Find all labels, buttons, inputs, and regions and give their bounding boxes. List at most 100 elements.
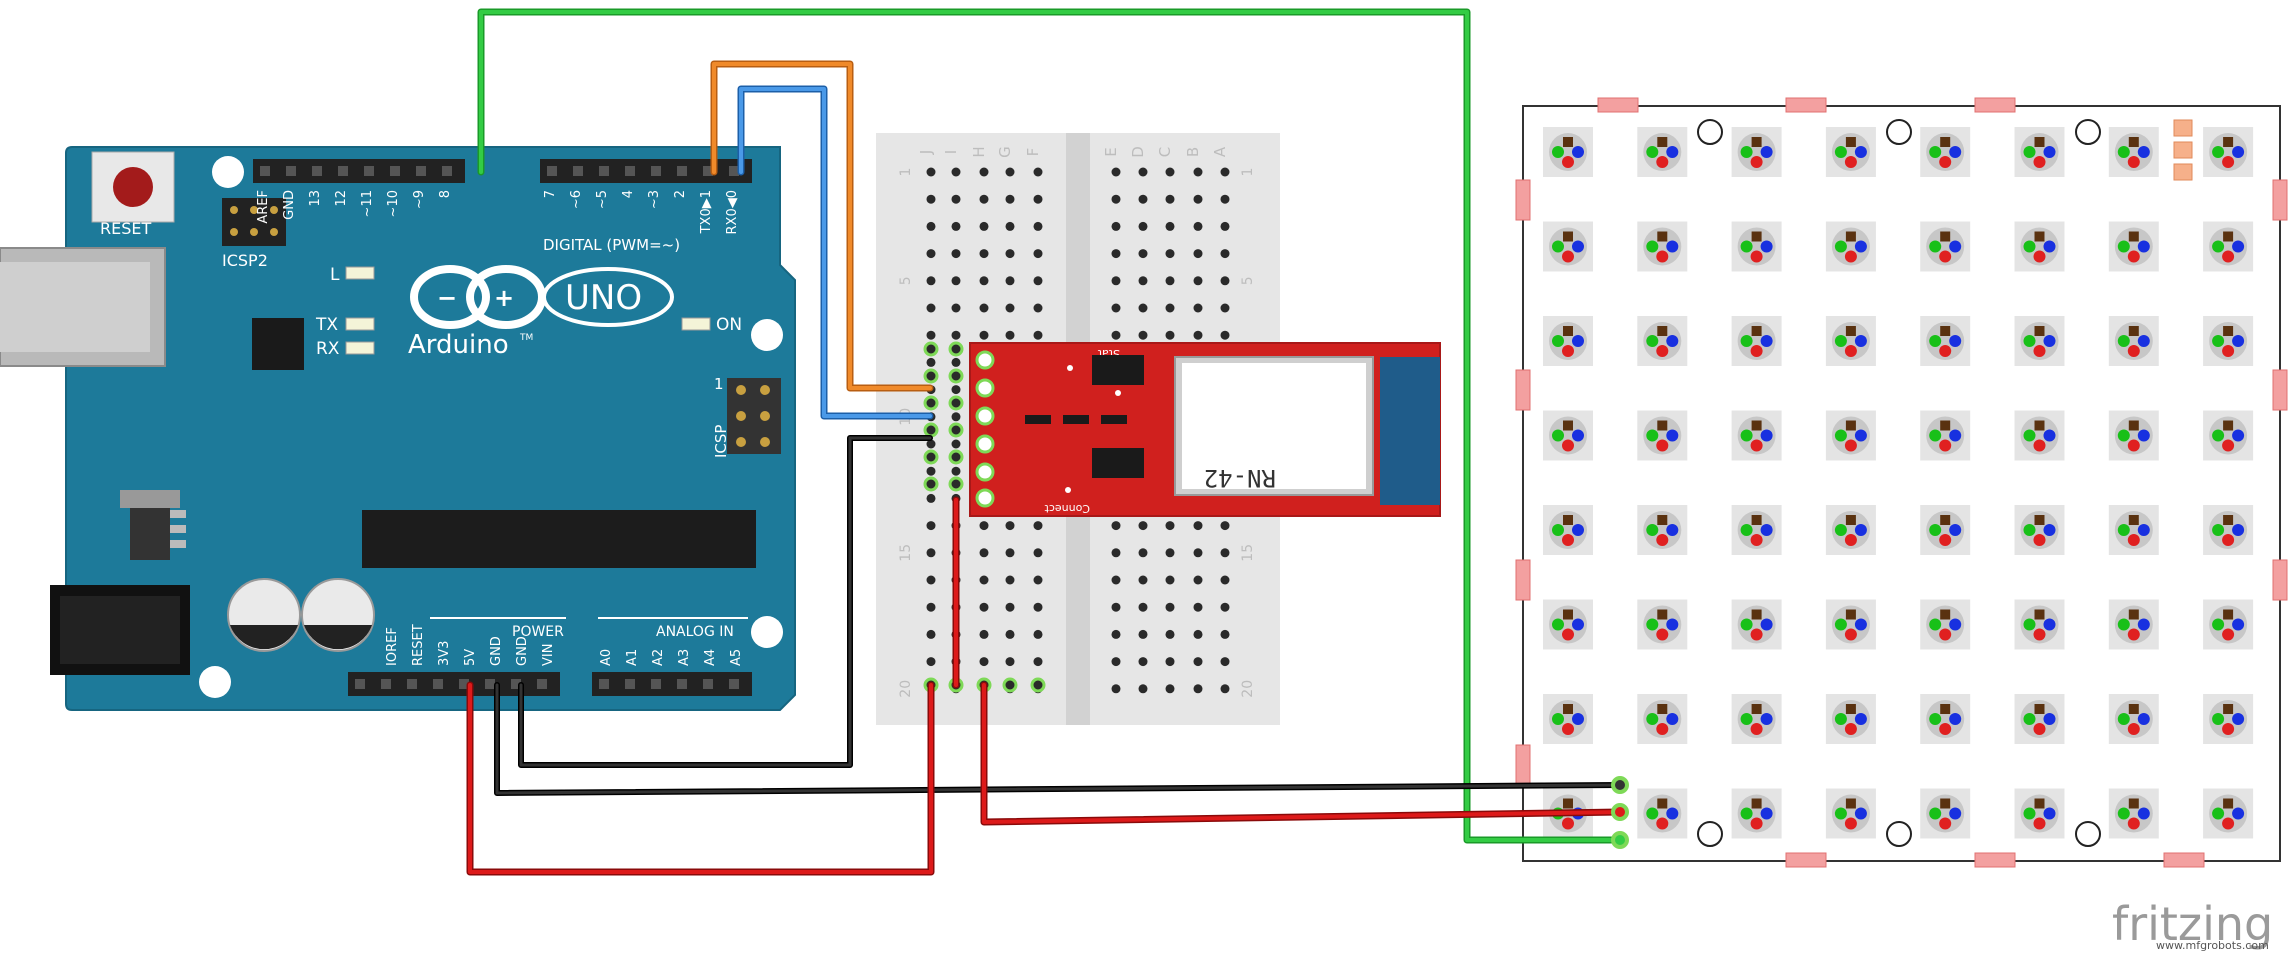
rx-led	[345, 341, 375, 355]
breadboard-hole	[1193, 575, 1203, 585]
rgb-led	[2108, 221, 2159, 272]
breadboard-hole	[1111, 303, 1121, 313]
matrix-edge-pad	[2272, 369, 2288, 411]
mounting-hole	[751, 319, 783, 351]
pin-label: ~10	[386, 190, 401, 217]
breadboard-hole	[1165, 575, 1175, 585]
rgb-led	[1543, 599, 1593, 650]
breadboard-hole	[951, 276, 961, 286]
wire-red-5v	[466, 681, 935, 876]
svg-text:−: −	[437, 284, 457, 312]
matrix-edge-pad	[1785, 852, 1827, 868]
pin-label: ~5	[595, 190, 610, 209]
breadboard-hole	[979, 629, 989, 639]
breadboard-hole	[1005, 303, 1015, 313]
rgb-led	[1920, 599, 1971, 650]
rgb-led	[2108, 316, 2159, 366]
matrix-edge-pad	[1974, 852, 2016, 868]
icsp-label: ICSP	[712, 425, 730, 458]
breadboard-hole	[1033, 629, 1043, 639]
watermark-text: www.mfgrobots.com	[2156, 939, 2269, 952]
connected-hole	[923, 449, 939, 465]
matrix-edge-pad	[1974, 97, 2016, 113]
rgb-led	[1920, 694, 1971, 744]
matrix-mounting-hole	[1697, 119, 1723, 145]
matrix-edge-pad	[1785, 97, 1827, 113]
pin-label: A2	[651, 649, 666, 666]
pin-label: RX0◀0	[725, 190, 740, 234]
svg-text:+: +	[494, 284, 514, 312]
rgb-led	[1637, 694, 1688, 744]
breadboard-hole	[1165, 167, 1175, 177]
analog-header	[592, 672, 752, 696]
breadboard-row-label: 15	[1240, 544, 1256, 562]
breadboard-hole	[951, 357, 961, 367]
rgb-led	[2203, 316, 2254, 366]
breadboard-hole	[1193, 521, 1203, 531]
breadboard-hole	[979, 221, 989, 231]
rgb-led	[2203, 221, 2254, 272]
reset-label: RESET	[100, 219, 151, 238]
breadboard-row-label: 15	[898, 544, 914, 562]
breadboard-hole	[1005, 657, 1015, 667]
breadboard-hole	[1165, 548, 1175, 558]
breadboard-hole	[951, 439, 961, 449]
matrix-smd-pad	[2173, 119, 2193, 137]
arduino-uno-board: RESET ICSP2 L TX RX ON − + UNO Arduino T…	[0, 146, 796, 711]
digital-header-right	[540, 159, 752, 183]
rn42-label: RN-42	[1204, 464, 1276, 492]
breadboard-hole	[1033, 194, 1043, 204]
rgb-led	[1731, 788, 1782, 839]
pin-label: A5	[729, 649, 744, 666]
breadboard-hole	[979, 602, 989, 612]
breadboard-hole	[1193, 221, 1203, 231]
breadboard-hole	[979, 330, 989, 340]
breadboard-hole	[1220, 548, 1230, 558]
breadboard-hole	[1138, 276, 1148, 286]
breadboard-hole	[926, 330, 936, 340]
breadboard-hole	[1165, 602, 1175, 612]
breadboard-hole	[1193, 194, 1203, 204]
pin-label: ~11	[360, 190, 375, 217]
rgb-led	[1825, 127, 1876, 177]
rgb-led	[1825, 599, 1876, 650]
breadboard-hole	[1033, 521, 1043, 531]
rgb-led-matrix	[1515, 97, 2288, 868]
voltage-regulator	[130, 505, 170, 560]
arduino-brand-label: Arduino	[408, 330, 509, 360]
breadboard-hole	[926, 493, 936, 503]
rgb-led	[2014, 505, 2065, 555]
rgb-led	[1731, 221, 1782, 272]
rgb-led	[2014, 788, 2065, 839]
breadboard-hole	[1005, 276, 1015, 286]
breadboard-hole	[1005, 249, 1015, 259]
tx-led	[345, 317, 375, 331]
breadboard-hole	[926, 657, 936, 667]
rgb-led	[1731, 599, 1782, 650]
pin-label: TX0▶1	[699, 190, 714, 234]
pin-label: ~9	[412, 190, 427, 209]
breadboard-hole	[1220, 221, 1230, 231]
breadboard-hole	[979, 657, 989, 667]
matrix-mounting-hole	[2075, 821, 2101, 847]
breadboard-hole	[1138, 249, 1148, 259]
breadboard-col-label: B	[1184, 147, 1202, 157]
pin-label: 5V	[463, 649, 478, 666]
breadboard-hole	[926, 548, 936, 558]
pin-label: A4	[703, 649, 718, 666]
pin-label: GND	[282, 190, 297, 220]
rgb-led	[1637, 127, 1688, 177]
rgb-led	[1920, 127, 1971, 177]
breadboard-hole	[1220, 303, 1230, 313]
breadboard-hole	[1165, 194, 1175, 204]
pin-label: RESET	[411, 624, 426, 666]
rgb-led	[1637, 599, 1688, 650]
rgb-led	[1920, 316, 1971, 366]
fritzing-logo: fritzing	[2112, 897, 2273, 951]
rgb-led	[1731, 127, 1782, 177]
breadboard-col-label: H	[970, 146, 988, 157]
breadboard-hole	[951, 194, 961, 204]
breadboard-hole	[1165, 249, 1175, 259]
breadboard-hole	[979, 303, 989, 313]
breadboard-hole	[1220, 521, 1230, 531]
